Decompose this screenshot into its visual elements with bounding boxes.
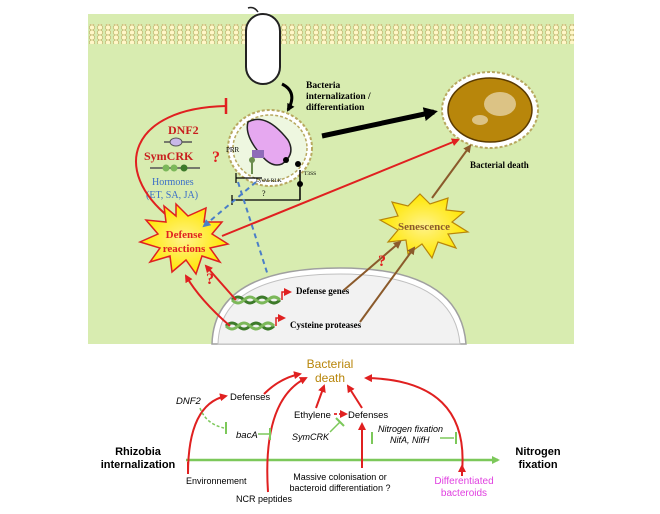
internalization-label: internalization / [306,92,371,102]
genes-to-defense-arrow [204,264,237,301]
ethylene-label: Ethylene [294,410,331,421]
environment-label: Environnement [186,476,247,486]
t3ss-dot-1 [297,181,303,187]
rhizobia-label-1: Rhizobia [115,446,162,458]
symcrk-inhibit-bar [335,417,345,427]
differentiated-label-2: bacteroids [441,488,487,499]
nitrogen-fixation-2: NifA, NifH [390,435,430,445]
differentiation-arrow [321,107,438,139]
hormones-list: (ET, SA, JA) [146,190,198,201]
bacterial-death-top: Bacterial death [470,160,529,170]
mature-bacteroid [441,71,539,149]
differentiated-to-death-arrow [364,374,464,473]
defense-reactions-burst [137,202,230,276]
question-mark-receptors: ? [212,149,220,166]
dnf2-icon [164,137,192,147]
defenses-to-death-arrow [263,371,302,395]
genes-to-senescence-arrow [343,240,402,291]
cysteine-proteases-label: Cysteine proteases [290,320,362,330]
receptor-icons [249,157,255,174]
small-question-mark: ? [262,189,266,198]
symcrk-label: SymCRK [144,149,194,163]
defense-genes-promoter [281,288,292,300]
defenses-left: Defenses [230,392,270,403]
ethylene-up-arrow [315,384,326,409]
symcrk-icon [150,164,200,172]
proteases-to-defense-arrow [184,274,231,327]
rhizobia-label-2: internalization [101,459,176,471]
dnf2-bottom: DNF2 [176,396,202,407]
massive-label-2: bacteroid differentiation ? [290,483,391,493]
dnf2-label: DNF2 [168,123,199,137]
invading-bacterium [245,6,281,85]
massive-label-1: Massive colonisation or [293,472,387,482]
differentiation-label: differentiation [306,103,365,113]
cysteine-promoter [275,314,286,326]
t3ss-label: T3SS [304,171,316,177]
top-panel: Bacteria internalization / differentiati… [88,6,574,345]
proteases-to-senescence-arrow [359,246,416,323]
defense-genes-label: Defense genes [296,286,350,296]
hormones-label: Hormones [152,177,194,188]
blue-dashed-2 [237,181,274,290]
dna-strand-1 [230,295,282,305]
bacterial-death-1: Bacterial [307,357,354,371]
lysm-rlk-label: LysM-RLK [256,178,282,184]
senescence-burst [378,193,470,260]
nucleus [211,267,467,345]
senescence-label: Senescence [398,221,450,233]
prr-label: PRR [226,146,240,154]
internalization-arrow [281,82,295,112]
dna-strand-2 [224,321,276,331]
plasma-membrane [88,24,574,44]
symcrk-bottom: SymCRK [292,432,330,442]
bottom-panel: Rhizobia internalization Nitrogen fixati… [101,357,561,504]
environment-to-defenses-arrow [187,393,228,475]
nitrogen-label-1: Nitrogen [515,446,561,458]
question-mark-defense: ? [206,271,214,288]
nitrogen-label-2: fixation [518,459,557,471]
defenses-mid: Defenses [348,410,388,421]
nitrogen-fixation-1: Nitrogen fixation [378,424,443,434]
defense-label-2: reactions [163,243,206,255]
differentiated-label-1: Differentiated [434,476,493,487]
bacteria-label: Bacteria [306,81,341,91]
baca-label: bacA [236,430,258,441]
defense-to-death-arrow [221,138,460,237]
defense-label-1: Defense [166,229,203,241]
ncr-peptides-label: NCR peptides [236,494,293,504]
dnf2-inhibit [199,407,225,429]
blue-dashed-1 [202,181,257,228]
defense-inhibit-curve [135,105,227,219]
senescence-to-death-arrow [431,144,472,199]
question-mark-senescence: ? [378,253,386,270]
symcrk-inhibit [329,421,341,433]
bacterial-death-2: death [315,371,345,385]
ncr-to-death-arrow [266,377,308,493]
defenses-mid-to-death-arrow [346,384,363,409]
